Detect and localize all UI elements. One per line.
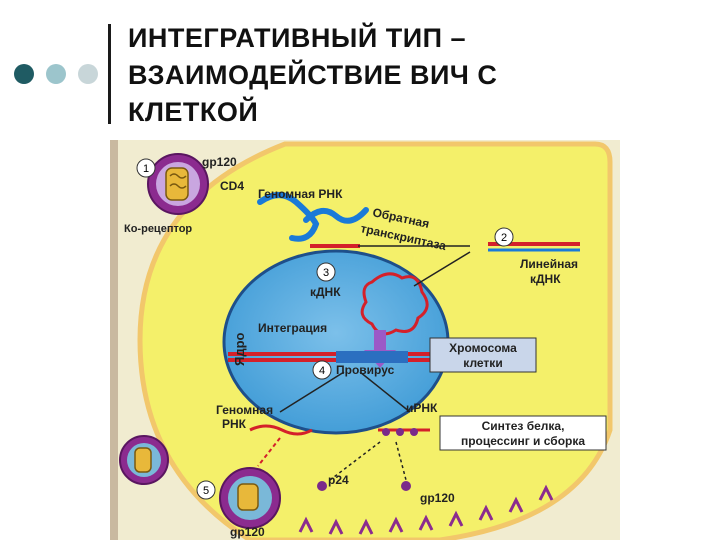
genomic-rna-strand-3 xyxy=(249,424,313,436)
arrow-ribosome-to-p24 xyxy=(329,441,381,481)
label-linear-dna-1: Линейная xyxy=(520,257,578,271)
membrane-gp120-spikes xyxy=(298,484,554,535)
p24-protein xyxy=(317,481,327,491)
step-5-marker: 5 xyxy=(196,480,216,500)
chromosome xyxy=(228,351,432,363)
label-linear-dna-2: кДНК xyxy=(530,272,561,286)
label-cd4: CD4 xyxy=(220,179,244,193)
step-3-marker: 3 xyxy=(316,262,336,282)
label-cdna: кДНК xyxy=(310,285,341,299)
label-genomic-rna-2: Геномная xyxy=(216,403,273,417)
svg-text:1: 1 xyxy=(143,163,149,175)
genomic-rna-strand-2 xyxy=(303,207,369,224)
svg-text:2: 2 xyxy=(501,232,507,244)
label-provirus: Провирус xyxy=(336,363,395,377)
label-gp120-bottom: gp120 xyxy=(230,525,265,539)
bullet-decoration xyxy=(14,64,104,86)
label-genomic-rna: Геномная РНК xyxy=(258,187,343,201)
ribosomes xyxy=(378,428,430,436)
label-gp120-top: gp120 xyxy=(202,155,237,169)
label-synthesis-1: Синтез белка, xyxy=(482,419,565,433)
virus-entering xyxy=(147,153,209,215)
gp120-protein xyxy=(401,481,411,491)
arrow-linear-to-cdna xyxy=(413,251,471,287)
virus-budding xyxy=(119,435,281,529)
cdna-loop xyxy=(360,272,429,336)
label-integration: Интеграция xyxy=(258,321,327,335)
step-1-marker: 1 xyxy=(136,158,156,178)
label-synthesis-2: процессинг и сборка xyxy=(461,434,585,448)
label-mrna: иРНК xyxy=(406,401,438,415)
label-coreceptor: Ко-рецептор xyxy=(124,223,192,235)
svg-text:3: 3 xyxy=(323,267,329,279)
label-p24: p24 xyxy=(328,473,349,487)
synthesis-label-box xyxy=(439,415,607,451)
svg-text:5: 5 xyxy=(203,485,209,497)
label-genomic-rna-2b: РНК xyxy=(222,417,247,431)
step-4-marker: 4 xyxy=(312,360,332,380)
title-line-2: ВЗАИМОДЕЙСТВИЕ ВИЧ С xyxy=(128,60,498,90)
arrow-ribosome-to-gp120 xyxy=(395,441,407,481)
label-chromosome-1: Хромосома xyxy=(449,341,517,355)
title-line-1: ИНТЕГРАТИВНЫЙ ТИП – xyxy=(128,23,467,53)
arrow-rna-to-bud xyxy=(257,437,281,467)
hiv-cell-diagram: 1 2 3 4 5 gp120 CD4 Ко-рецептор Геномная… xyxy=(110,140,620,540)
figure-left-edge xyxy=(110,140,118,540)
label-nucleus: Ядро xyxy=(232,332,247,366)
dot-light xyxy=(78,64,98,84)
label-chromosome-2: клетки xyxy=(463,356,502,370)
title-line-3: КЛЕТКОЙ xyxy=(128,97,259,127)
dot-mid xyxy=(46,64,66,84)
arrow-provirus-to-mrna xyxy=(359,371,411,413)
chromosome-label-box xyxy=(429,337,537,373)
svg-text:4: 4 xyxy=(319,365,325,377)
arrow-provirus-to-rna xyxy=(279,371,345,413)
label-gp120-mid: gp120 xyxy=(420,491,455,505)
dot-dark xyxy=(14,64,34,84)
title-divider xyxy=(108,24,111,124)
step-2-marker: 2 xyxy=(494,227,514,247)
diagram-svg: 1 2 3 4 5 gp120 CD4 Ко-рецептор Геномная… xyxy=(110,140,620,540)
slide-title: ИНТЕГРАТИВНЫЙ ТИП – ВЗАИМОДЕЙСТВИЕ ВИЧ С… xyxy=(128,20,688,131)
